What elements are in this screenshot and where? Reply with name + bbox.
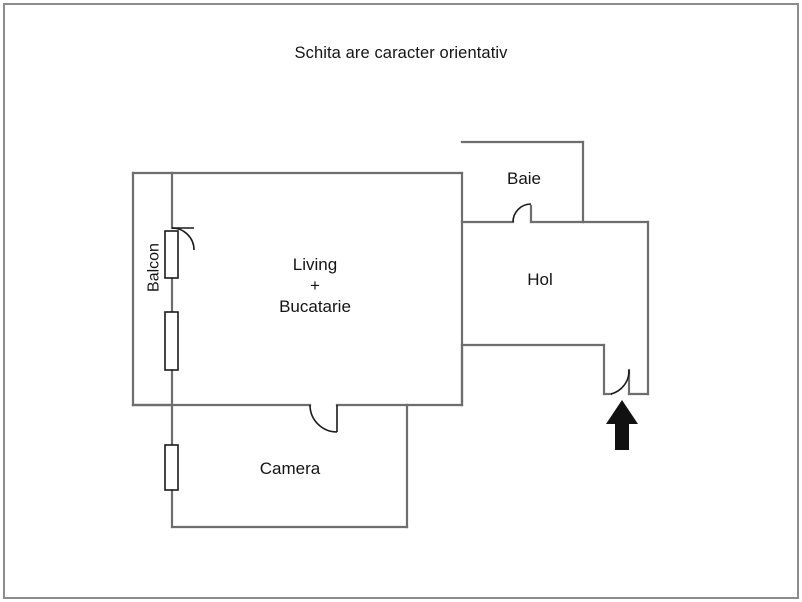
bedroom-door-arc <box>309 404 338 433</box>
room-label-living-line3: Bucatarie <box>279 297 351 316</box>
bedroom-window <box>164 444 179 491</box>
windows-group <box>164 230 179 491</box>
room-label-living-line1: Living <box>292 255 338 274</box>
room-label-camera: Camera <box>259 459 321 478</box>
image-frame-border <box>3 3 799 599</box>
page-title: Schita are caracter orientativ <box>294 44 508 62</box>
entrance-arrow-shape <box>606 400 638 450</box>
walls-group <box>131 140 650 529</box>
room-label-hol: Hol <box>527 270 553 289</box>
room-label-baie: Baie <box>506 169 542 188</box>
front-entrance-door-arc <box>610 369 630 395</box>
balcony-window-upper <box>164 230 179 279</box>
room-label-living: Living + Bucatarie <box>255 254 375 317</box>
door-arcs-group <box>171 203 630 433</box>
bathroom-door-arc <box>512 203 532 223</box>
balcony-window-lower <box>164 311 179 371</box>
entrance-direction-arrow <box>606 400 638 450</box>
room-label-living-line2: + <box>310 276 320 295</box>
room-label-balcon: Balcon <box>145 243 163 292</box>
